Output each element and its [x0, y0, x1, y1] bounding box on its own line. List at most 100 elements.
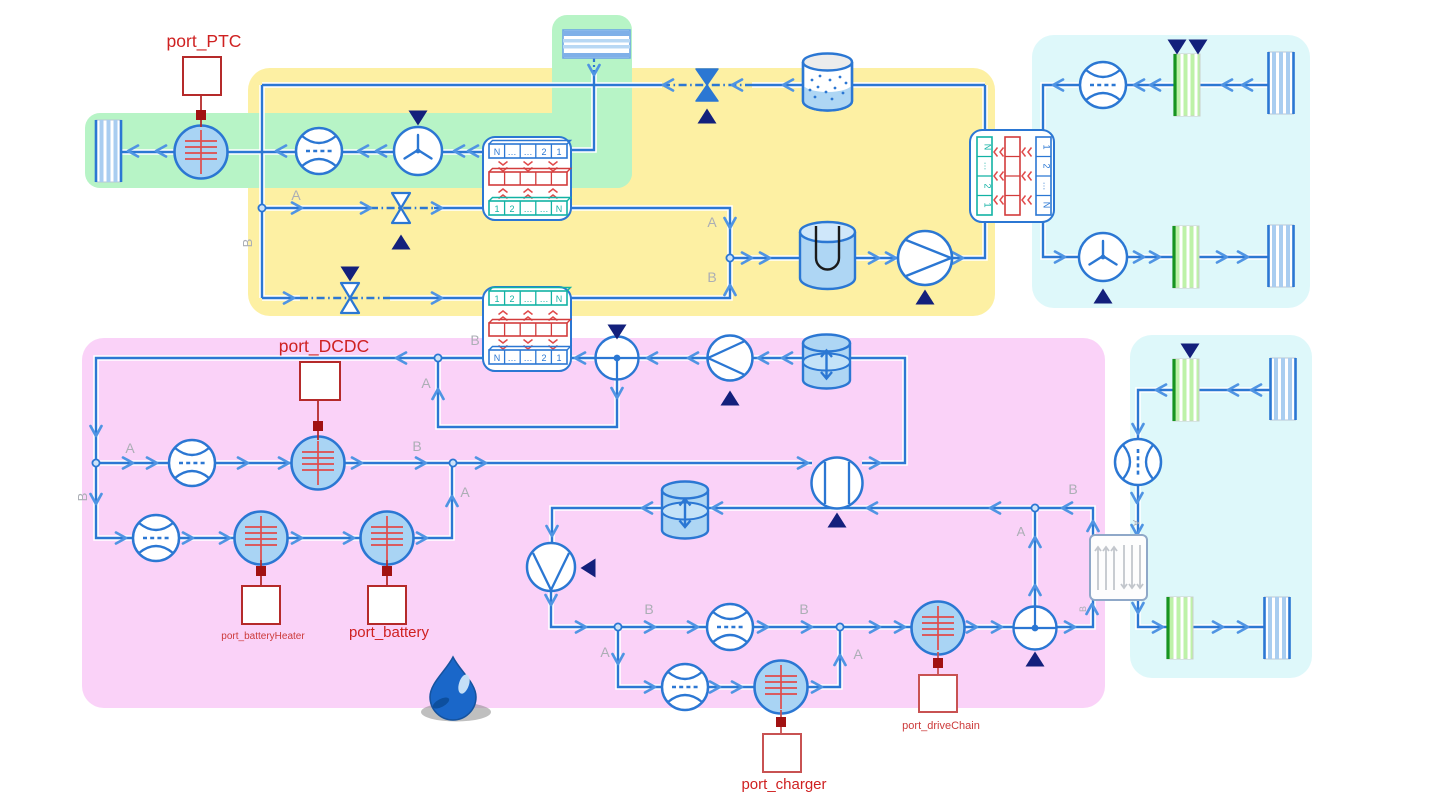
cabin-blower-icon[interactable] — [294, 126, 344, 176]
svg-text:2: 2 — [983, 183, 993, 188]
battery-pump-icon[interactable] — [131, 513, 181, 563]
receiver-dryer-icon[interactable] — [801, 52, 854, 112]
accumulator-icon[interactable] — [798, 220, 857, 291]
svg-text:port_PTC: port_PTC — [167, 31, 242, 52]
battery-hx-icon[interactable] — [359, 510, 415, 566]
svg-text:A: A — [125, 440, 135, 456]
three-way-valve-chiller-icon[interactable] — [594, 335, 640, 381]
dcdc-pump-icon[interactable] — [167, 438, 217, 488]
svg-text:port_charger: port_charger — [741, 776, 826, 793]
coolant-pump-chiller-icon[interactable] — [705, 334, 754, 382]
compressor-icon[interactable] — [896, 229, 954, 287]
svg-text:A: A — [421, 375, 431, 391]
port-battery-heater[interactable]: port_batteryHeater — [221, 560, 305, 642]
svg-text:A: A — [460, 484, 470, 500]
svg-text:A: A — [1017, 524, 1026, 539]
ambient-air-boundary-icon[interactable] — [1267, 50, 1295, 116]
charger-pump-icon[interactable] — [660, 662, 710, 712]
port-ptc[interactable]: port_PTC — [167, 31, 242, 127]
heat-port-connector — [256, 566, 266, 576]
svg-text:B: B — [75, 493, 90, 502]
bypass-pump-icon[interactable] — [705, 602, 755, 652]
condenser-hx-icon[interactable]: N … 2 1 1 2 … N — [969, 129, 1055, 223]
ptc-heater-icon[interactable] — [173, 124, 229, 180]
svg-text:B: B — [1078, 606, 1088, 612]
svg-text:2: 2 — [509, 204, 514, 214]
charger-hx-icon[interactable] — [753, 659, 809, 715]
svg-text:A: A — [853, 646, 863, 662]
battery-heater-hx-icon[interactable] — [233, 510, 289, 566]
heat-port-connector — [933, 658, 943, 668]
svg-text:…: … — [983, 162, 993, 171]
svg-text:…: … — [540, 294, 549, 304]
desiccant-dots — [808, 74, 848, 101]
plate-heat-exchanger-icon[interactable] — [1089, 534, 1148, 601]
svg-text:N: N — [556, 204, 563, 214]
air-inlet-grille-icon[interactable] — [562, 29, 631, 59]
expansion-tank-icon[interactable] — [801, 333, 852, 390]
svg-text:…: … — [1042, 182, 1052, 191]
svg-text:…: … — [524, 147, 533, 157]
svg-text:2: 2 — [509, 294, 514, 304]
svg-text:…: … — [508, 353, 517, 363]
rear-blower-icon[interactable] — [1113, 437, 1163, 487]
svg-text:A: A — [1131, 520, 1141, 526]
svg-text:…: … — [524, 353, 533, 363]
svg-text:N: N — [1042, 202, 1052, 209]
svg-text:N: N — [494, 147, 501, 157]
evaporator-hx-icon[interactable]: N … … 2 1 1 2 … … N — [482, 136, 573, 221]
shutoff-valve-icon[interactable] — [695, 68, 719, 102]
port-dcdc[interactable]: port_DCDC — [279, 336, 369, 440]
expansion-tank2-icon[interactable] — [660, 480, 710, 540]
heat-port-connector — [776, 717, 786, 727]
svg-text:B: B — [707, 269, 716, 285]
svg-text:B: B — [412, 438, 421, 454]
svg-text:1: 1 — [556, 147, 561, 157]
region-coolant-pink — [82, 338, 1105, 708]
svg-text:…: … — [540, 204, 549, 214]
port-charger[interactable]: port_charger — [741, 710, 827, 793]
water-drop-logo — [421, 655, 491, 722]
svg-text:…: … — [508, 147, 517, 157]
svg-text:1: 1 — [494, 204, 499, 214]
svg-text:…: … — [524, 294, 533, 304]
svg-text:port_driveChain: port_driveChain — [902, 720, 980, 732]
radiator-air-cell2-icon[interactable] — [1165, 595, 1195, 661]
svg-text:N: N — [494, 353, 501, 363]
svg-text:1: 1 — [494, 294, 499, 304]
port-battery[interactable]: port_battery — [349, 560, 430, 641]
front-fan-icon[interactable] — [1077, 231, 1129, 283]
cabin-air-boundary-icon[interactable] — [94, 118, 123, 184]
cabin-fan-icon[interactable] — [392, 125, 444, 177]
svg-text:A: A — [291, 187, 301, 203]
condenser-air-cell2-icon[interactable] — [1171, 224, 1201, 290]
svg-text:port_batteryHeater: port_batteryHeater — [221, 631, 305, 642]
port-drive-chain[interactable]: port_driveChain — [902, 652, 980, 732]
svg-text:2: 2 — [541, 353, 546, 363]
drive-chain-hx-icon[interactable] — [910, 600, 966, 656]
heat-port-connector — [313, 421, 323, 431]
condenser-air-cell-icon[interactable] — [1172, 52, 1202, 118]
svg-text:port_battery: port_battery — [349, 624, 430, 641]
svg-text:B: B — [1068, 481, 1077, 497]
radiator-air-cell-icon[interactable] — [1171, 357, 1201, 423]
svg-text:port_DCDC: port_DCDC — [279, 336, 369, 357]
ambient-air-boundary2-icon[interactable] — [1267, 223, 1295, 289]
svg-text:N: N — [556, 294, 563, 304]
condenser-coolant-side-icon[interactable] — [810, 456, 864, 510]
ambient-air-boundary3-icon[interactable] — [1269, 356, 1297, 422]
flow-port-labels: A B A B B A A B B A B A B A B A A B — [75, 187, 1141, 662]
svg-text:B: B — [644, 601, 653, 617]
front-blower-icon[interactable] — [1078, 60, 1128, 110]
svg-text:2: 2 — [1042, 163, 1052, 168]
svg-text:1: 1 — [556, 353, 561, 363]
three-way-valve-radiator-icon[interactable] — [1012, 605, 1058, 651]
dcdc-heat-exchanger-icon[interactable] — [290, 435, 346, 491]
svg-text:A: A — [600, 644, 610, 660]
heat-port-connector — [382, 566, 392, 576]
drive-pump-icon[interactable] — [525, 541, 577, 593]
ambient-air-boundary4-icon[interactable] — [1263, 595, 1291, 661]
chiller-hx-icon[interactable]: 1 2 … … N N … … 2 1 — [482, 286, 573, 372]
heat-port-connector — [196, 110, 206, 120]
